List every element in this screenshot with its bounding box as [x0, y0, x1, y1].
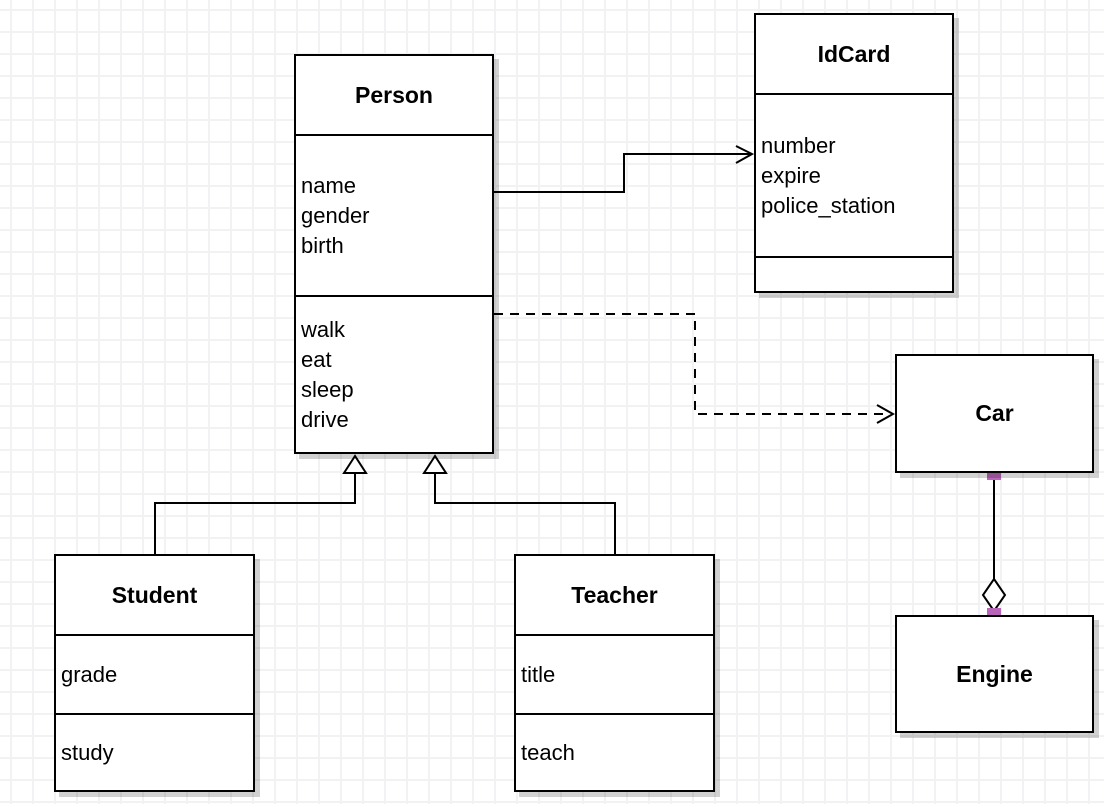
class-title: Engine	[956, 660, 1033, 687]
attribute-item: police_station	[761, 192, 896, 218]
class-attributes-section: title	[516, 634, 713, 713]
class-engine[interactable]: Engine	[895, 615, 1094, 733]
method-item: drive	[301, 406, 349, 432]
attribute-item: expire	[761, 162, 821, 188]
class-title: Teacher	[571, 581, 658, 608]
class-methods-section: walk eat sleep drive	[296, 295, 492, 452]
attribute-item: gender	[301, 202, 370, 228]
class-title: IdCard	[817, 40, 891, 67]
method-item: sleep	[301, 376, 354, 402]
class-title: Car	[975, 400, 1014, 426]
attribute-item: grade	[61, 661, 118, 687]
class-attributes-section: number expire police_station	[756, 93, 952, 256]
hollow-triangle-arrowhead-icon	[422, 454, 448, 474]
attribute-item: name	[301, 172, 357, 198]
class-attributes-section: grade	[56, 634, 253, 713]
attribute-item: birth	[301, 232, 344, 258]
dependency-connector-person-car[interactable]	[494, 313, 890, 415]
attribute-item: title	[521, 661, 556, 687]
class-methods-section	[756, 256, 952, 291]
class-methods-section: study	[56, 713, 253, 790]
hollow-diamond-icon	[981, 577, 1007, 613]
class-car[interactable]: Car	[895, 354, 1094, 473]
class-teacher[interactable]: Teacher title teach	[514, 554, 715, 792]
generalization-connector-student-person[interactable]	[154, 473, 356, 554]
hollow-triangle-arrowhead-icon	[342, 454, 368, 474]
open-arrowhead-icon	[735, 145, 755, 164]
attribute-item: number	[761, 132, 836, 158]
class-attributes-section: name gender birth	[296, 134, 492, 295]
class-title: Person	[355, 81, 433, 108]
class-methods-section: teach	[516, 713, 713, 790]
class-idcard[interactable]: IdCard number expire police_station	[754, 13, 954, 293]
method-item: teach	[521, 739, 575, 765]
class-person[interactable]: Person name gender birth walk eat sleep …	[294, 54, 494, 454]
association-connector-person-idcard[interactable]	[494, 153, 751, 193]
class-student[interactable]: Student grade study	[54, 554, 255, 792]
method-item: walk	[301, 316, 346, 342]
class-title: Student	[111, 581, 198, 608]
method-item: eat	[301, 346, 332, 372]
open-arrowhead-icon	[876, 404, 896, 424]
method-item: study	[61, 739, 114, 765]
generalization-connector-teacher-person[interactable]	[434, 473, 616, 554]
